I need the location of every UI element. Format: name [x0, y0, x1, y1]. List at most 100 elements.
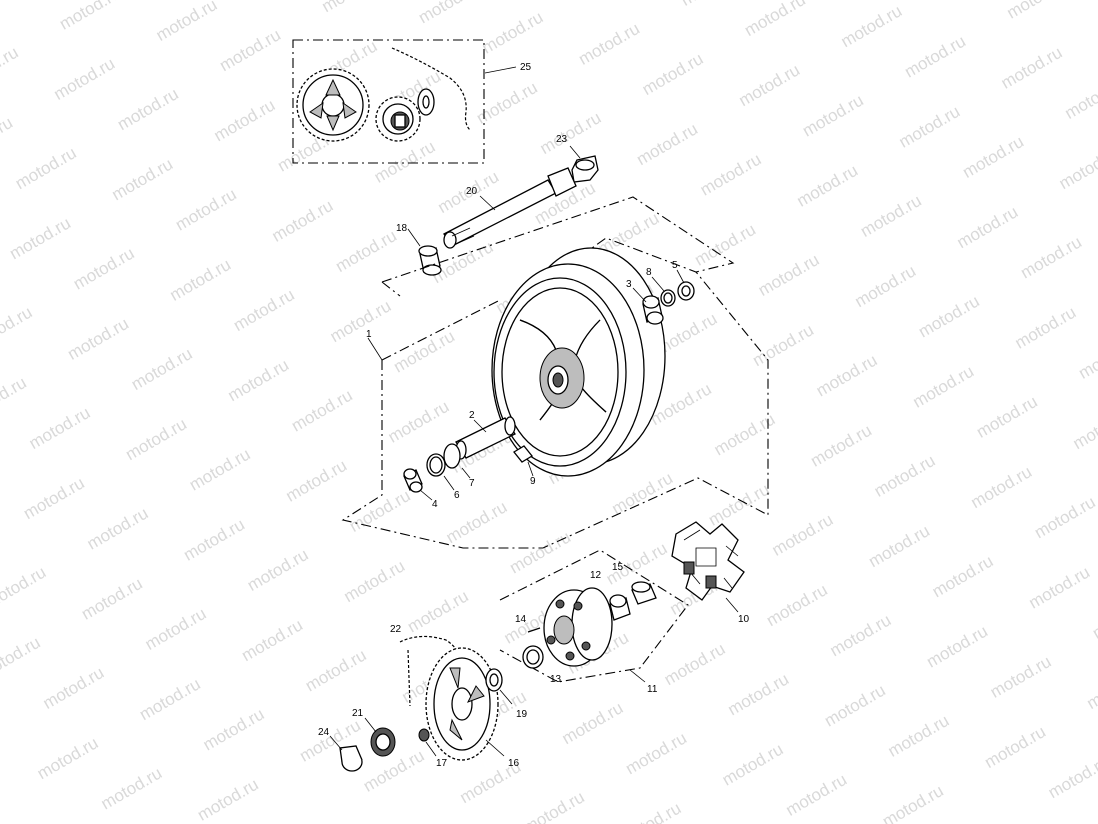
watermark-text: motod.ru [283, 456, 351, 506]
watermark-text: motod.ru [56, 0, 124, 34]
callout-20: 20 [466, 186, 478, 197]
spacer-15 [631, 581, 657, 605]
watermark-text: motod.ru [879, 781, 947, 824]
watermark-text: motod.ru [763, 580, 831, 630]
valve-9 [513, 445, 534, 477]
watermark-text: motod.ru [64, 314, 132, 364]
watermark-text: motod.ru [769, 510, 837, 560]
bearing-4 [403, 468, 433, 501]
callout-12: 12 [590, 570, 602, 581]
watermark-text: motod.ru [51, 54, 119, 104]
watermark-text: motod.ru [385, 397, 453, 447]
callout-2: 2 [469, 410, 475, 421]
watermark-text: motod.ru [194, 775, 262, 824]
watermark-text: motod.ru [794, 161, 862, 211]
watermark-text: motod.ru [923, 622, 991, 672]
watermark-text: motod.ru [741, 0, 809, 40]
sprocket-small-icon [375, 96, 421, 142]
watermark-text: motod.ru [230, 285, 298, 335]
seal-13 [522, 645, 544, 669]
watermark-text: motod.ru [142, 604, 210, 654]
watermark-text: motod.ru [807, 421, 875, 471]
watermark-text: motod.ru [6, 213, 74, 263]
seal-5 [676, 269, 695, 301]
watermark-text: motod.ru [559, 698, 627, 748]
callout-6: 6 [454, 490, 460, 501]
callout-15: 15 [612, 562, 624, 573]
watermark-text: motod.ru [799, 91, 867, 141]
watermark-text: motod.ru [783, 770, 851, 820]
watermark-text: motod.ru [968, 462, 1036, 512]
callout-24: 24 [318, 727, 330, 738]
washer-icon [417, 88, 435, 116]
callout-1: 1 [366, 329, 372, 340]
watermark-text: motod.ru [40, 663, 108, 713]
watermark-text: motod.ru [114, 84, 182, 134]
watermark-text: motod.ru [122, 414, 190, 464]
watermark-text: motod.ru [153, 0, 221, 45]
watermark-text: motod.ru [1056, 143, 1098, 193]
watermark-text: motod.ru [725, 669, 793, 719]
watermark-text: motod.ru [0, 0, 60, 3]
watermark-text: motod.ru [26, 403, 94, 453]
watermark-text: motod.ru [327, 296, 395, 346]
watermark-text: motod.ru [981, 722, 1049, 772]
callout-7: 7 [469, 478, 475, 489]
watermark-text: motod.ru [929, 551, 997, 601]
watermark-text: motod.ru [987, 652, 1055, 702]
wheel-assembly-group [341, 196, 769, 549]
watermark-text: motod.ru [678, 0, 746, 10]
watermark-text: motod.ru [821, 681, 889, 731]
watermark-text: motod.ru [661, 639, 729, 689]
watermark-text: motod.ru [443, 497, 511, 547]
watermark-text: motod.ru [755, 250, 823, 300]
watermark-text: motod.ru [1004, 0, 1072, 23]
watermark-text: motod.ru [84, 504, 152, 554]
callout-8: 8 [646, 267, 652, 278]
watermark-text: motod.ru [537, 108, 605, 158]
watermark-text: motod.ru [186, 445, 254, 495]
bearing-3 [632, 287, 664, 325]
watermark-text: motod.ru [12, 143, 80, 193]
watermark-text: motod.ru [390, 327, 458, 377]
circlip-6 [426, 453, 455, 491]
watermark-text: motod.ru [216, 25, 284, 75]
watermark-text: motod.ru [20, 473, 88, 523]
watermark-text: motod.ru [506, 527, 574, 577]
watermark-text: motod.ru [225, 355, 293, 405]
callout-19: 19 [516, 709, 528, 720]
chain-kit-dashed-box [292, 39, 485, 164]
watermark-text: motod.ru [633, 119, 701, 169]
watermark-text: motod.ru [1026, 563, 1094, 613]
washer-19-icon [485, 668, 513, 705]
watermark-text: motod.ru [360, 746, 428, 796]
watermark-text: motod.ru [1045, 752, 1098, 802]
nut-21-icon [364, 717, 396, 757]
callout-5: 5 [672, 260, 678, 271]
watermark-text: motod.ru [0, 633, 44, 683]
watermark-text: motod.ru [136, 674, 204, 724]
sprocket-large-icon [296, 68, 370, 142]
watermark-text: motod.ru [200, 704, 268, 754]
callout-18: 18 [396, 223, 408, 234]
watermark-text: motod.ru [813, 350, 881, 400]
watermark-text: motod.ru [852, 261, 920, 311]
watermark-text: motod.ru [901, 32, 969, 82]
watermark-text: motod.ru [404, 586, 472, 636]
callout-labels: 25 23 20 18 3 8 5 1 2 4 6 7 9 12 15 10 1… [318, 62, 750, 769]
sprocket-16-icon [425, 647, 505, 761]
watermark-text: motod.ru [910, 362, 978, 412]
callout-10: 10 [738, 614, 750, 625]
spacer-2 [455, 416, 516, 460]
watermark-text: motod.ru [34, 733, 102, 783]
watermark-text: motod.ru [520, 787, 588, 824]
watermark-text: motod.ru [0, 563, 49, 613]
watermark-text: motod.ru [575, 19, 643, 69]
pin-14 [527, 627, 541, 633]
watermark-text: motod.ru [479, 8, 547, 58]
watermark-text: motod.ru [109, 154, 177, 204]
callout-13: 13 [550, 674, 562, 685]
watermark-text: motod.ru [415, 0, 483, 27]
callout-23: 23 [556, 134, 568, 145]
watermark-text: motod.ru [78, 574, 146, 624]
